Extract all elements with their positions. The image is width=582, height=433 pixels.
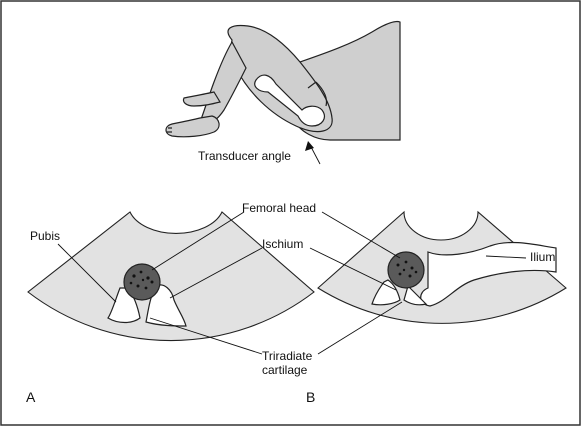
leader-triradiate-a: [149, 317, 263, 355]
infant-far-leg: [182, 91, 221, 107]
label-femoral-head: Femoral head: [242, 201, 316, 215]
panel-label-b: B: [306, 389, 315, 405]
leader-triradiate-b: [317, 301, 403, 355]
panel-a-sonogram: [27, 211, 315, 341]
label-pubis: Pubis: [30, 229, 60, 243]
panel-a-fan: [27, 211, 315, 341]
infant-illustration: [165, 20, 401, 141]
label-ilium: Ilium: [530, 250, 555, 264]
panel-b-pubis-bone: [371, 279, 401, 306]
panel-b-ossification-dots: [396, 260, 418, 278]
infant-toes: [167, 127, 172, 133]
panel-b-ilium-bone: [420, 241, 557, 307]
transducer-arrow: [305, 141, 321, 165]
panel-b-ischium-bone: [403, 284, 428, 306]
panel-b-sonogram: [317, 210, 567, 324]
panel-a-ossification-dots: [129, 270, 154, 290]
transducer-probe: [307, 81, 328, 107]
label-transducer-angle: Transducer angle: [198, 149, 291, 163]
leader-femoral-head-b: [321, 211, 401, 259]
leader-ischium-b: [309, 247, 397, 291]
label-triradiate-line2: cartilage: [262, 363, 308, 377]
label-triradiate-line1: Triradiate: [262, 349, 313, 363]
panel-label-a: A: [26, 389, 36, 405]
leader-pubis: [57, 243, 117, 303]
panel-a-femoral-head: [123, 263, 161, 301]
panel-a-ischium-bone: [145, 284, 187, 327]
leader-ilium: [485, 255, 527, 259]
leader-femoral-head-a: [151, 211, 245, 271]
panel-b-femoral-head: [387, 251, 425, 289]
femur-bone: [254, 74, 325, 127]
infant-foot: [165, 115, 220, 138]
label-ischium: Ischium: [262, 237, 303, 251]
leader-ischium-a: [169, 247, 263, 299]
